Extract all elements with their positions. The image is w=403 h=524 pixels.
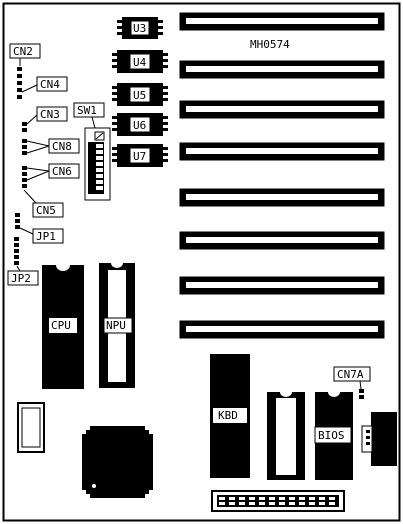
cn5-label: CN5 — [36, 204, 56, 217]
keyboard-connector — [361, 412, 397, 466]
chip-u3-label: U3 — [133, 22, 146, 35]
header-cn6 — [22, 166, 27, 188]
plcc-chip — [82, 426, 153, 498]
cn3-label: CN3 — [40, 108, 60, 121]
crystal — [17, 402, 45, 453]
npu-socket: NPU — [99, 263, 135, 388]
npu-label: NPU — [106, 319, 126, 332]
jp1-leader — [19, 227, 34, 235]
dip-switch-sw1 — [84, 127, 111, 201]
expansion-slot — [179, 142, 385, 161]
expansion-slot — [179, 60, 385, 79]
expansion-slots — [179, 12, 385, 339]
cn8-label: CN8 — [52, 140, 72, 153]
expansion-slot — [179, 320, 385, 339]
chip-u5-label: U5 — [133, 89, 146, 102]
header-cn2 — [17, 67, 22, 99]
cn8-leader-a — [26, 140, 50, 147]
bios-chip: BIOS — [314, 392, 353, 480]
jp1-label-box — [32, 228, 64, 244]
kbd-chip: KBD — [210, 354, 250, 478]
cn4-label: CN4 — [40, 78, 60, 91]
cn6-label: CN6 — [52, 165, 72, 178]
chip-u5: U5 — [112, 83, 168, 106]
cn3-leader — [26, 114, 38, 125]
chip-u7: U7 — [112, 144, 168, 167]
sw1-label: SW1 — [77, 104, 97, 117]
bios-label: BIOS — [318, 429, 345, 442]
cn3-label-box — [36, 106, 68, 122]
cpu-label: CPU — [51, 319, 71, 332]
power-connector — [211, 490, 345, 512]
cn8-leader-b — [26, 145, 50, 154]
jp2-label-box — [7, 270, 39, 286]
cn2-label-box — [9, 43, 41, 59]
cn4-leader — [21, 84, 38, 93]
cn6-leader-b — [26, 170, 50, 181]
cn7a-leader — [359, 380, 362, 390]
cpu-chip: CPU — [42, 265, 84, 389]
cn7a-label-box — [333, 366, 371, 382]
cn5-leader — [23, 189, 37, 204]
expansion-slot — [179, 12, 385, 31]
header-cn8 — [22, 139, 27, 155]
sw1-label-box — [73, 102, 105, 118]
chip-u6-label: U6 — [133, 119, 146, 132]
chip-u7-label: U7 — [133, 150, 146, 163]
expansion-slot — [179, 100, 385, 119]
cn4-label-box — [36, 76, 68, 92]
jp1-label: JP1 — [36, 230, 56, 243]
cn2-label: CN2 — [13, 45, 33, 58]
cn7a-label: CN7A — [337, 368, 364, 381]
cn5-label-box — [32, 202, 64, 218]
chip-u3: U3 — [117, 17, 163, 39]
cn6-leader-a — [26, 167, 50, 172]
expansion-slot — [179, 188, 385, 207]
header-jp1 — [15, 213, 20, 229]
expansion-slot — [179, 231, 385, 250]
jp2-leader — [16, 265, 21, 272]
kbd-label: KBD — [218, 409, 238, 422]
header-jp2 — [14, 237, 19, 265]
socket-chip — [267, 392, 305, 480]
chip-u6: U6 — [112, 113, 168, 136]
board-id-label: MH0574 — [250, 38, 290, 51]
jp2-label: JP2 — [11, 272, 31, 285]
chip-u4: U4 — [112, 50, 168, 73]
sw1-leader — [91, 116, 96, 129]
chip-u4-label: U4 — [133, 56, 147, 69]
header-cn7a — [359, 389, 364, 399]
expansion-slot — [179, 276, 385, 295]
header-cn3 — [22, 122, 27, 132]
